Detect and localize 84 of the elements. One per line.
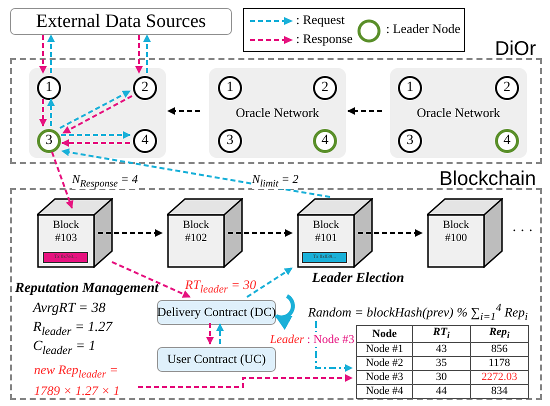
leader-node-circle: 4 bbox=[313, 129, 337, 153]
arrow bbox=[138, 374, 353, 388]
block-label: Block #103 bbox=[52, 219, 80, 245]
legend-label: : Response bbox=[296, 31, 353, 47]
node-circle: 2 bbox=[133, 76, 157, 100]
table-cell: 30 bbox=[412, 370, 470, 385]
arrow bbox=[143, 34, 151, 73]
node-circle: 3 bbox=[218, 129, 242, 153]
edge-label: N$_{Response}$ = 4 bbox=[72, 172, 138, 190]
edge-label: N$_{limit}$ = 2 bbox=[252, 172, 298, 190]
table-cell: 44 bbox=[412, 384, 470, 399]
table-cell: 2272.03 bbox=[470, 370, 528, 385]
panel-title: DiOr bbox=[494, 38, 536, 61]
column-header: Node bbox=[356, 326, 412, 343]
formula-text: R$_{leader}$ = 1.27 bbox=[33, 320, 112, 338]
arrow bbox=[228, 229, 293, 237]
table-cell: 834 bbox=[470, 384, 528, 399]
node-circle: 1 bbox=[37, 76, 61, 100]
arrow bbox=[315, 321, 353, 372]
block-label: Block #100 bbox=[442, 219, 470, 245]
oracle-network-panel bbox=[209, 68, 346, 158]
block-cube bbox=[427, 198, 503, 268]
table-cell: Node #1 bbox=[356, 342, 412, 357]
arrow bbox=[62, 95, 132, 134]
block-cube bbox=[37, 198, 113, 268]
arrow bbox=[206, 323, 214, 345]
formula-text: RT$_{leader}$ = 30 bbox=[185, 277, 256, 296]
node-circle: 4 bbox=[133, 129, 157, 153]
table-cell: Node #3 bbox=[356, 370, 412, 385]
block-cube bbox=[297, 198, 373, 268]
arrow bbox=[39, 99, 47, 127]
edge-label: Leader : Node #3 bbox=[270, 332, 354, 347]
arrow bbox=[60, 90, 131, 129]
reputation-table bbox=[356, 325, 529, 400]
table-cell: 856 bbox=[470, 342, 528, 357]
arrow bbox=[358, 229, 423, 237]
node-circle: 1 bbox=[218, 76, 242, 100]
arrow bbox=[51, 152, 74, 209]
block-label: Block #101 bbox=[312, 219, 340, 245]
oracle-network-panel bbox=[390, 68, 527, 158]
arrow bbox=[98, 229, 163, 237]
panel-label: Oracle Network bbox=[416, 105, 502, 121]
column-header: RT$_{i}$ bbox=[412, 326, 470, 343]
arrow bbox=[61, 139, 130, 147]
arrow bbox=[347, 107, 382, 115]
oracle-network-panel bbox=[29, 68, 166, 158]
block-cube bbox=[167, 198, 243, 268]
formula-text: AvrgRT = 38 bbox=[33, 301, 106, 317]
node-circle: 2 bbox=[313, 76, 337, 100]
arrow bbox=[47, 34, 55, 73]
ellipsis: · · · bbox=[512, 224, 533, 240]
table-cell: Node #4 bbox=[356, 384, 412, 399]
legend-label: : Leader Node bbox=[386, 21, 460, 37]
arrow bbox=[246, 267, 293, 298]
arrow bbox=[39, 35, 47, 74]
refresh-arrow bbox=[274, 294, 295, 330]
formula-text: new Rep$_{leader}$ = 1789 × 1.27 × 1 bbox=[34, 362, 144, 396]
table-cell: 35 bbox=[412, 356, 470, 371]
formula-text: C$_{leader}$ = 1 bbox=[33, 339, 96, 357]
node-circle: 3 bbox=[398, 129, 422, 153]
arrow bbox=[112, 261, 191, 298]
data-source-box: External Data Sources bbox=[10, 8, 232, 35]
contract-box: Delivery Contract (DC) bbox=[157, 300, 276, 325]
panel-label: Oracle Network bbox=[234, 105, 320, 121]
arrow bbox=[135, 35, 143, 74]
table-cell: 1178 bbox=[470, 356, 528, 371]
leader-node-circle: 4 bbox=[495, 129, 519, 153]
arrow bbox=[167, 107, 200, 115]
formula-text: Random = blockHash(prev) % ∑$_{i=1}$$^{4}$ Rep$_{i}$ bbox=[308, 294, 528, 322]
section-heading: Leader Election bbox=[312, 271, 404, 287]
node-circle: 1 bbox=[398, 76, 422, 100]
contract-box: User Contract (UC) bbox=[157, 347, 276, 372]
block-label: Block #102 bbox=[182, 219, 210, 245]
column-header: Rep$_{i}$ bbox=[470, 326, 528, 343]
legend-label: : Request bbox=[296, 12, 345, 28]
leader-node-circle: 3 bbox=[37, 129, 61, 153]
arrow bbox=[47, 98, 55, 126]
panel-title: Blockchain bbox=[439, 168, 536, 191]
node-circle: 2 bbox=[495, 76, 519, 100]
arrow bbox=[61, 131, 131, 139]
arrow bbox=[216, 323, 224, 344]
section-heading: Reputation Management bbox=[15, 281, 159, 297]
table-cell: 43 bbox=[412, 342, 470, 357]
table-cell: Node #2 bbox=[356, 356, 412, 371]
